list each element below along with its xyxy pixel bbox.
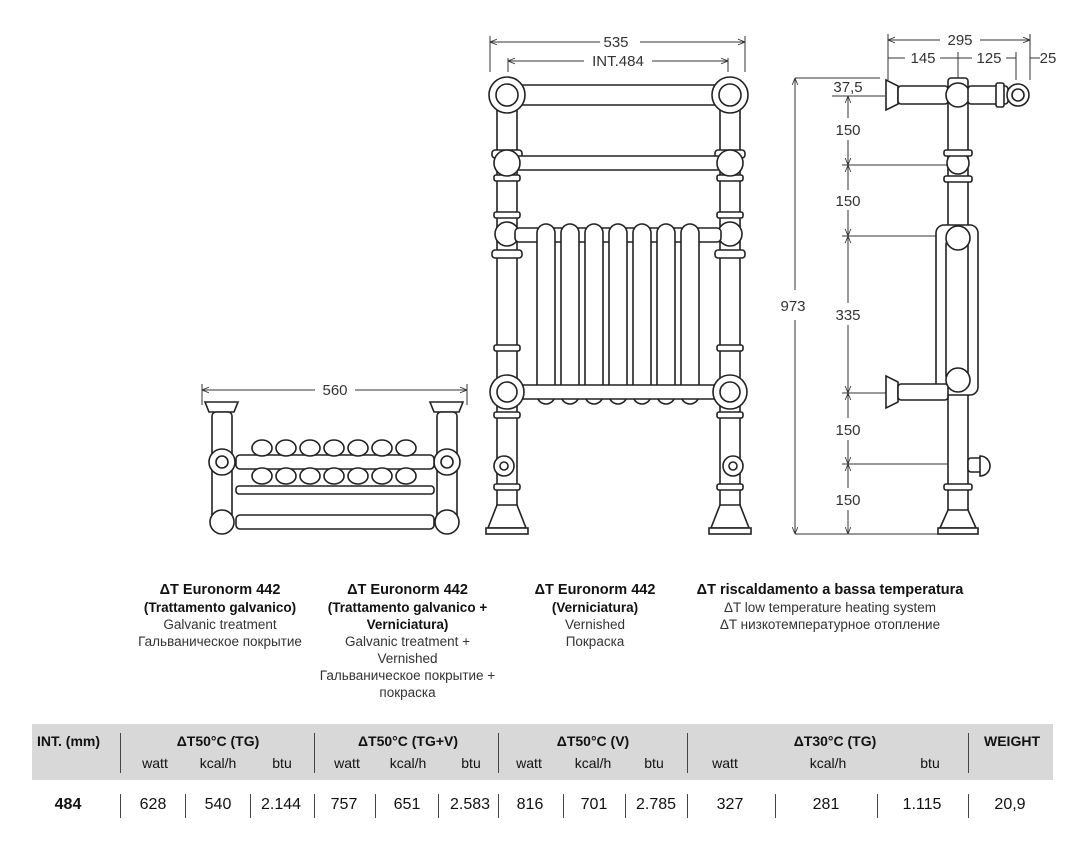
- unit-btu: btu: [461, 755, 481, 771]
- legend-bold: (Trattamento galvanico): [143, 600, 297, 615]
- dim-top-width: 535: [603, 34, 628, 51]
- legend-sub: Galvanic treatment +: [345, 634, 470, 649]
- int-header: INT. (mm): [37, 733, 100, 749]
- side-view: 295 145 125 25 37,5 973 150 150 335 150 …: [780, 32, 1057, 535]
- cell-tgv-watt: 757: [330, 796, 358, 813]
- unit-btu: btu: [644, 755, 664, 771]
- group-header-t30: ΔT30°C (TG): [793, 733, 877, 749]
- cell-tg-watt: 628: [139, 796, 167, 813]
- legend-sub: Galvanic treatment: [163, 617, 277, 632]
- unit-kcal: kcal/h: [199, 755, 237, 771]
- plan-view: 560: [201, 382, 468, 535]
- technical-drawing: 535 INT.484: [201, 32, 1057, 535]
- legend-title: ΔT Euronorm 442: [159, 582, 281, 598]
- legend-bold: (Trattamento galvanico +: [327, 600, 488, 615]
- group-header-tg: ΔT50°C (TG): [176, 733, 260, 749]
- row-divider: [120, 794, 121, 818]
- unit-watt: watt: [712, 755, 738, 771]
- dim-top-int: INT.484: [592, 53, 644, 70]
- unit-kcal: kcal/h: [809, 755, 847, 771]
- row-divider: [185, 794, 186, 818]
- column-divider: [314, 733, 315, 773]
- unit-watt: watt: [334, 755, 360, 771]
- unit-watt: watt: [142, 755, 168, 771]
- dim-height-total: 973: [780, 298, 805, 315]
- dim-side-depth: 295: [947, 32, 972, 49]
- cell-v-kcal: 701: [580, 796, 608, 813]
- unit-btu: btu: [920, 755, 940, 771]
- legend-sub: Vernished: [564, 617, 626, 632]
- row-divider: [877, 794, 878, 818]
- dim-side-c: 25: [1040, 50, 1057, 67]
- legend-ru: ΔT низкотемпературное отопление: [719, 617, 941, 632]
- unit-kcal: kcal/h: [574, 755, 612, 771]
- cell-tgv-kcal: 651: [393, 796, 421, 813]
- legend-ru: Гальваническое покрытие + покраска: [319, 668, 496, 700]
- dim-side-a: 145: [910, 50, 935, 67]
- legend-title: ΔT riscaldamento a bassa temperatura: [696, 582, 964, 598]
- legend-bold: Verniciatura): [366, 617, 449, 632]
- legend-sub: Vernished: [377, 651, 438, 666]
- legend-tgv: ΔT Euronorm 442 (Trattamento galvanico +…: [305, 582, 510, 701]
- column-divider: [968, 733, 969, 773]
- cell-t30-btu: 1.115: [902, 796, 942, 813]
- legend-tg: ΔT Euronorm 442 (Trattamento galvanico) …: [120, 582, 320, 650]
- row-divider: [498, 794, 499, 818]
- column-divider: [120, 733, 121, 773]
- group-header-v: ΔT50°C (V): [556, 733, 630, 749]
- row-divider: [625, 794, 626, 818]
- legend-v: ΔT Euronorm 442 (Verniciatura) Vernished…: [505, 582, 685, 650]
- row-divider: [314, 794, 315, 818]
- row-divider: [687, 794, 688, 818]
- cell-tg-kcal: 540: [204, 796, 232, 813]
- dim-gap-2: 150: [835, 193, 860, 210]
- dim-gap-5: 150: [835, 492, 860, 509]
- dim-side-b: 125: [976, 50, 1001, 67]
- legend-title: ΔT Euronorm 442: [347, 582, 468, 598]
- row-divider: [375, 794, 376, 818]
- row-divider: [775, 794, 776, 818]
- cell-v-btu: 2.785: [635, 796, 677, 813]
- legend-bold: (Verniciatura): [551, 600, 639, 615]
- row-divider: [563, 794, 564, 818]
- table-header: [32, 724, 1053, 780]
- dim-side-offset: 37,5: [833, 79, 862, 96]
- cell-tgv-btu: 2.583: [449, 796, 491, 813]
- legend-t30: ΔT riscaldamento a bassa temperatura ΔT …: [680, 582, 980, 633]
- unit-btu: btu: [272, 755, 292, 771]
- dim-gap-3: 335: [835, 307, 860, 324]
- cell-v-watt: 816: [516, 796, 544, 813]
- unit-watt: watt: [516, 755, 542, 771]
- dim-plan-width: 560: [322, 382, 347, 399]
- cell-t30-kcal: 281: [812, 796, 840, 813]
- row-divider: [250, 794, 251, 818]
- row-divider: [438, 794, 439, 818]
- column-divider: [687, 733, 688, 773]
- cell-tg-btu: 2.144: [260, 796, 302, 813]
- row-divider: [968, 794, 969, 818]
- legend-ru: Покраска: [565, 634, 625, 649]
- front-view: 535 INT.484: [485, 34, 752, 535]
- dim-gap-4: 150: [835, 422, 860, 439]
- group-header-tgv: ΔT50°C (TG+V): [357, 733, 459, 749]
- cell-weight: 20,9: [994, 796, 1026, 813]
- dim-gap-1: 150: [835, 122, 860, 139]
- unit-kcal: kcal/h: [389, 755, 427, 771]
- cell-int: 484: [54, 796, 82, 813]
- legend-title: ΔT Euronorm 442: [534, 582, 656, 598]
- column-divider: [498, 733, 499, 773]
- legend-ru: Гальваническое покрытие: [138, 634, 302, 649]
- weight-header: WEIGHT: [984, 733, 1040, 749]
- cell-t30-watt: 327: [716, 796, 744, 813]
- legend-sub: ΔT low temperature heating system: [723, 600, 937, 615]
